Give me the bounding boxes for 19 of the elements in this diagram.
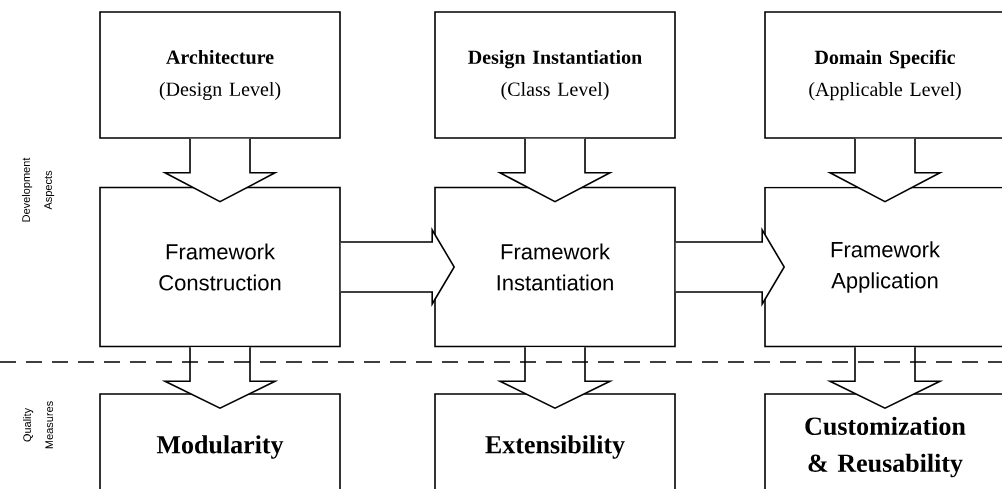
measure-box: Modularity <box>99 393 341 489</box>
block-arrow <box>340 227 456 307</box>
block-arrow <box>675 227 786 307</box>
side-label: Development Aspects <box>21 157 55 222</box>
source-box: Domain Specific (Applicable Level) <box>764 11 1002 139</box>
measure-box: Customization & Reusability <box>764 393 1002 489</box>
process-box: Framework Construction <box>99 186 341 348</box>
process-box: Framework Application <box>764 186 1002 348</box>
side-label: Quality Measures <box>22 401 54 449</box>
block-arrow <box>161 346 279 410</box>
block-arrow <box>826 346 944 410</box>
block-arrow <box>496 346 614 410</box>
source-box: Design Instantiation (Class Level) <box>434 11 676 139</box>
block-arrow <box>496 138 614 203</box>
block-arrow <box>161 138 279 203</box>
block-arrow <box>826 138 944 203</box>
process-box: Framework Instantiation <box>434 186 676 348</box>
source-box: Architecture (Design Level) <box>99 11 341 139</box>
measure-box: Extensibility <box>434 393 676 489</box>
